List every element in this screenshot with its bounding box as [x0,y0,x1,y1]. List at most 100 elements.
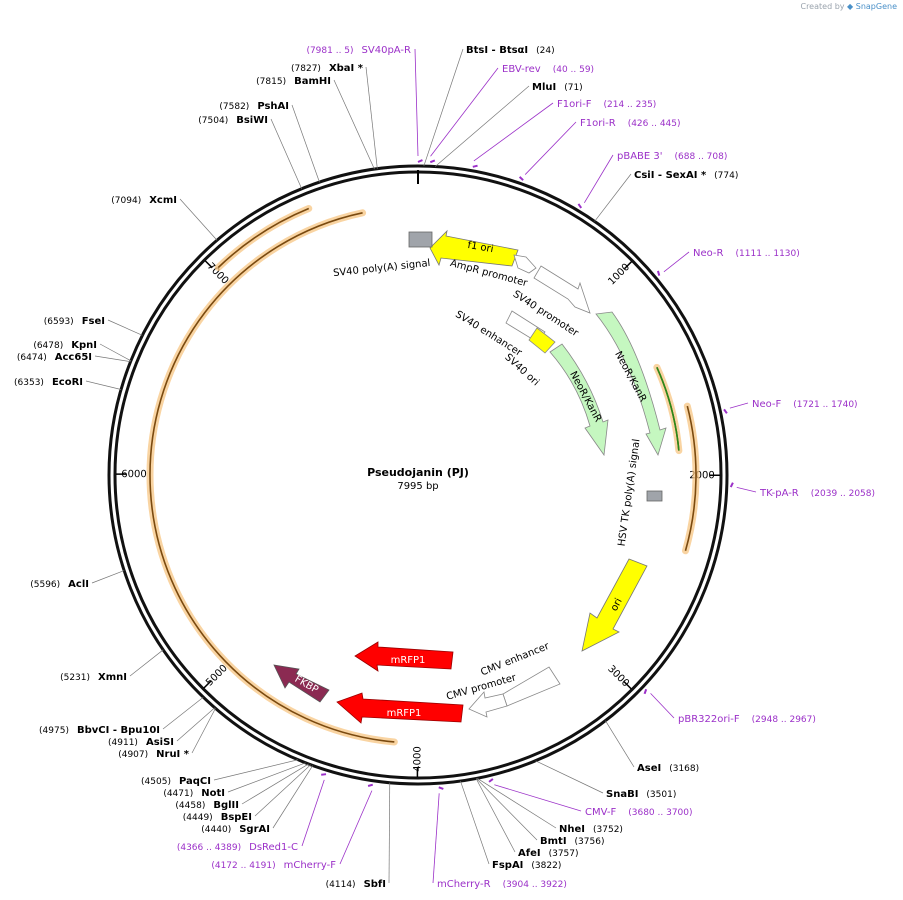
enzyme-afei[interactable]: AfeI(3757) [475,778,579,859]
primer-neof[interactable]: Neo-F(1721 .. 1740) [723,399,858,414]
primer-arrow [429,159,436,164]
orf-large-inner[interactable] [149,212,395,743]
enzyme-nhei[interactable]: NheI(3752) [477,777,623,835]
enzyme-leader [227,762,306,793]
enzyme-acc65i[interactable]: (6474)Acc65I [17,352,131,363]
primer-leader [414,48,419,157]
enzyme-fsei[interactable]: (6593)FseI [44,316,143,336]
enzyme-acli[interactable]: (5596)AclI [30,570,125,590]
enzyme-label: (7504)BsiWI [198,115,268,126]
feature-sv40-polya-signal[interactable]: SV40 poly(A) signal [333,231,433,279]
enzyme-ecori[interactable]: (6353)EcoRI [14,377,122,390]
enzyme-label: (4975)BbvCI - Bpu10I [39,725,160,736]
primer-neor[interactable]: Neo-R(1111 .. 1130) [656,248,800,276]
feature-label: NeoR/KanR [567,370,603,425]
enzyme-btsi[interactable]: BtsI - BtsαI(24) [423,45,555,167]
enzyme-bamhi[interactable]: (7815)BamHI [256,76,375,170]
enzyme-xbai[interactable]: (7827)XbaI * [291,63,378,169]
enzyme-bglii[interactable]: (4458)BglII [175,763,309,811]
feature-f1-ori[interactable]: f1 ori [429,229,519,267]
primer-mcherryr[interactable]: mCherry-R(3904 .. 3922) [432,786,567,890]
enzyme-fspai[interactable]: FspAI(3822) [460,780,561,871]
enzyme-leader [162,696,204,730]
primer-tkpar[interactable]: TK-pA-R(2039 .. 2058) [729,482,875,499]
enzyme-bbvci[interactable]: (4975)BbvCI - Bpu10I [39,696,204,736]
primer-pbr322orif[interactable]: pBR322ori-F(2948 .. 2967) [643,688,816,725]
enzyme-pshai[interactable]: (7582)PshAI [219,101,320,183]
enzyme-label: AfeI(3757) [518,848,579,859]
enzyme-sgrai[interactable]: (4440)SgrAI [201,765,313,835]
enzyme-leader [91,570,125,584]
enzyme-leader [460,780,490,865]
primer-label: CMV-F(3680 .. 3700) [585,807,693,818]
feature-hsv-tk-polya[interactable]: HSV TK poly(A) signal [617,438,663,547]
feature-sv40-enhancer[interactable]: SV40 enhancer [453,309,546,359]
enzyme-asei[interactable]: AseI(3168) [605,720,699,774]
enzyme-bmti[interactable]: BmtI(3756) [476,778,604,847]
primer-label: Neo-F(1721 .. 1740) [752,399,858,410]
enzyme-leader [94,355,131,363]
enzyme-noti[interactable]: (4471)NotI [163,762,306,799]
feature-label: f1 ori [467,240,495,255]
enzyme-leader [476,778,538,841]
tick-5000 [203,680,212,689]
primer-pbabe3[interactable]: pBABE 3'(688 .. 708) [577,151,727,209]
primer-label: (4172 .. 4191)mCherry-F [211,860,336,871]
orf-7000[interactable] [217,207,310,269]
primer-ebvrev[interactable]: EBV-rev(40 .. 59) [429,64,594,164]
feature-label: ori [609,596,625,613]
enzyme-leader [191,708,216,754]
feature-mrfp1-1[interactable]: mRFP1 [354,641,454,672]
primer-arrow [656,270,661,276]
enzyme-leader [179,198,218,241]
enzyme-xmni[interactable]: (5231)XmnI [60,649,164,683]
enzyme-asisi[interactable]: (4911)AsiSI [108,707,215,748]
enzyme-leader [594,173,632,222]
feature-fkbp[interactable]: FKBP [273,664,330,703]
enzyme-label: (4449)BspEI [183,812,252,823]
enzyme-mlui[interactable]: MluI(71) [435,82,583,167]
feature-label: HSV TK poly(A) signal [617,438,643,547]
enzyme-label: (4505)PaqCI [141,776,211,787]
enzyme-nrui[interactable]: (4907)NruI * [118,708,216,760]
enzyme-label: (6353)EcoRI [14,377,83,388]
enzyme-xcmi[interactable]: (7094)XcmI [111,195,218,241]
feature-mrfp1-2[interactable]: mRFP1 [336,692,464,724]
feature-neor-kanr-2[interactable]: NeoR/KanR [549,343,609,457]
features: f1 ori AmpR promoter SV40 promoter SV40 … [273,229,667,724]
enzyme-csii[interactable]: CsiI - SexAI *(774) [594,170,739,222]
primer-cmvf[interactable]: CMV-F(3680 .. 3700) [488,778,693,818]
enzyme-leader [272,765,313,829]
enzyme-sbfi[interactable]: (4114)SbfI [326,782,391,890]
tick-label: 2000 [689,470,714,481]
primer-sv40par[interactable]: (7981 .. 5)SV40pA-R [306,45,423,163]
enzyme-label: AseI(3168) [637,763,699,774]
enzyme-snabi[interactable]: SnaBI(3501) [535,760,677,800]
orf-arcs [146,205,700,746]
enzyme-label: (6474)Acc65I [17,352,92,363]
feature-ori[interactable]: ori [581,558,648,652]
enzyme-leader [99,343,132,362]
primer-leader [494,784,582,812]
primer-f1orir[interactable]: F1ori-R(426 .. 445) [518,118,681,181]
enzyme-label: (7815)BamHI [256,76,331,87]
enzyme-kpni[interactable]: (6478)KpnI [33,340,132,362]
tick-1000 [624,261,633,270]
enzyme-leader [176,707,215,742]
enzyme-label: MluI(71) [532,82,583,93]
enzyme-label: (4911)AsiSI [108,737,174,748]
primer-f1orif[interactable]: F1ori-F(214 .. 235) [472,99,656,168]
orf-neo[interactable] [684,405,697,551]
orf-green[interactable] [656,367,680,451]
enzyme-paqci[interactable]: (4505)PaqCI [141,759,299,787]
enzyme-bsiwi[interactable]: (7504)BsiWI [198,115,303,189]
primer-mcherryf[interactable]: (4172 .. 4191)mCherry-F [211,783,374,871]
feature-label: SV40 ori [502,352,541,388]
enzyme-label: (4458)BglII [175,800,239,811]
primer-dsred1c[interactable]: (4366 .. 4389)DsRed1-C [177,773,327,853]
enzyme-leader [291,104,320,183]
enzyme-bspei[interactable]: (4449)BspEI [183,764,311,823]
feature-label: mRFP1 [391,655,426,666]
